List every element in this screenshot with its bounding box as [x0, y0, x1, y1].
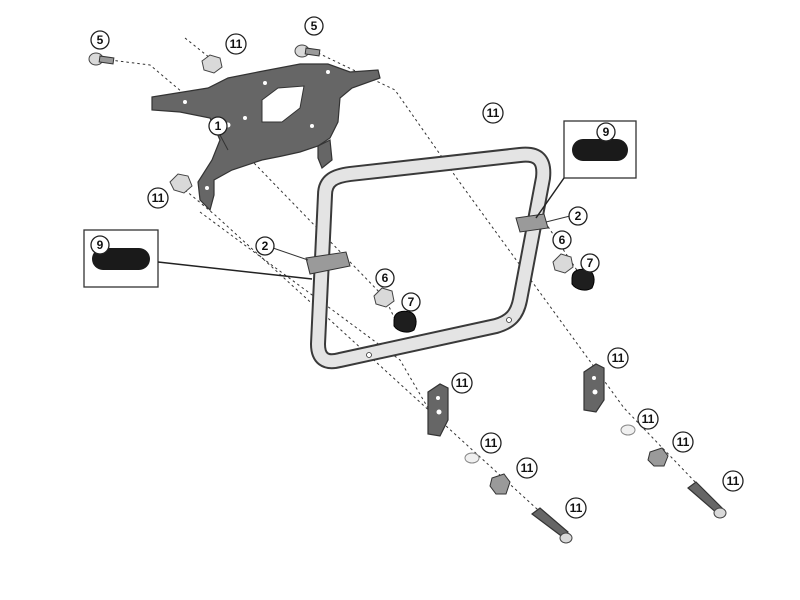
svg-text:11: 11 — [727, 474, 740, 488]
callout-11-nut-left: 11 — [147, 187, 169, 209]
bolt-left — [88, 52, 115, 66]
cap-right — [571, 268, 595, 291]
callout-6-left: 6 — [375, 268, 395, 288]
callout-11-nut-top: 11 — [225, 33, 247, 55]
callout-9-left: 9 — [90, 235, 110, 255]
callout-leaders — [219, 134, 571, 261]
svg-text:11: 11 — [642, 412, 655, 426]
bracket-hole — [592, 389, 598, 395]
detail-box-right — [535, 120, 637, 219]
callout-5-left: 5 — [90, 30, 110, 50]
svg-text:5: 5 — [97, 33, 104, 47]
clamp-left — [305, 251, 351, 275]
hex-nut-top — [201, 54, 223, 74]
svg-text:11: 11 — [612, 351, 625, 365]
svg-text:11: 11 — [456, 376, 469, 390]
frame-hole — [366, 352, 372, 358]
svg-text:11: 11 — [487, 106, 500, 120]
svg-text:2: 2 — [262, 239, 269, 253]
callout-11-spacer-right: 11 — [672, 431, 694, 453]
callout-7-right: 7 — [580, 253, 600, 273]
callout-7-left: 7 — [401, 292, 421, 312]
screw-head-right — [713, 507, 727, 519]
screw-head-left — [559, 532, 573, 544]
tubular-frame — [310, 146, 552, 370]
callout-1: 1 — [208, 116, 228, 136]
svg-text:7: 7 — [587, 256, 594, 270]
callout-11-screw-right: 11 — [722, 470, 744, 492]
washer-right — [620, 424, 636, 436]
callout-9-right: 9 — [596, 122, 616, 142]
callout-11-screw-left: 11 — [565, 497, 587, 519]
svg-text:5: 5 — [311, 19, 318, 33]
frame-hole — [506, 317, 512, 323]
svg-text:11: 11 — [152, 191, 165, 205]
svg-text:1: 1 — [215, 119, 222, 133]
svg-text:6: 6 — [559, 233, 566, 247]
flange-nut-right — [552, 253, 574, 274]
callout-5-right: 5 — [304, 16, 324, 36]
callout-11-bracket-right: 11 — [607, 347, 629, 369]
plate-hole — [243, 116, 247, 120]
svg-text:11: 11 — [230, 37, 243, 51]
svg-text:6: 6 — [382, 271, 389, 285]
cap-left — [393, 310, 417, 333]
callout-11-washer-left: 11 — [480, 432, 502, 454]
hex-nut-left — [169, 173, 193, 194]
flange-nut-left — [373, 287, 395, 308]
plate-hole — [263, 81, 267, 85]
spacer-left — [489, 473, 511, 495]
svg-text:11: 11 — [677, 435, 690, 449]
bracket-hole — [436, 396, 440, 400]
svg-text:11: 11 — [521, 461, 534, 475]
spacer-right — [647, 447, 669, 467]
mounting-plate — [151, 63, 381, 212]
callout-2-left: 2 — [255, 236, 275, 256]
callout-2-right: 2 — [568, 206, 588, 226]
plate-hole — [183, 100, 187, 104]
screw-left — [531, 507, 569, 539]
plate-hole — [310, 124, 314, 128]
svg-text:9: 9 — [97, 238, 104, 252]
svg-text:11: 11 — [485, 436, 498, 450]
detail-box-left — [83, 229, 313, 288]
bracket-hole — [592, 376, 596, 380]
plate-hole — [326, 70, 330, 74]
bracket-hole — [436, 409, 442, 415]
washer-left — [464, 452, 480, 464]
callout-11-frame: 11 — [482, 102, 504, 124]
callout-11-washer-right: 11 — [637, 408, 659, 430]
svg-text:9: 9 — [603, 125, 610, 139]
plate-hole — [205, 186, 209, 190]
mounting-plate-tab — [317, 139, 333, 169]
callout-6-right: 6 — [552, 230, 572, 250]
mount-bracket-right — [583, 363, 605, 413]
svg-text:2: 2 — [575, 209, 582, 223]
callout-11-bracket-left: 11 — [451, 372, 473, 394]
mounting-plate-window — [261, 85, 305, 123]
callout-11-spacer-left: 11 — [516, 457, 538, 479]
svg-text:11: 11 — [570, 501, 583, 515]
svg-text:7: 7 — [408, 295, 415, 309]
clamp-right — [515, 213, 549, 233]
bolt-right — [294, 44, 321, 58]
